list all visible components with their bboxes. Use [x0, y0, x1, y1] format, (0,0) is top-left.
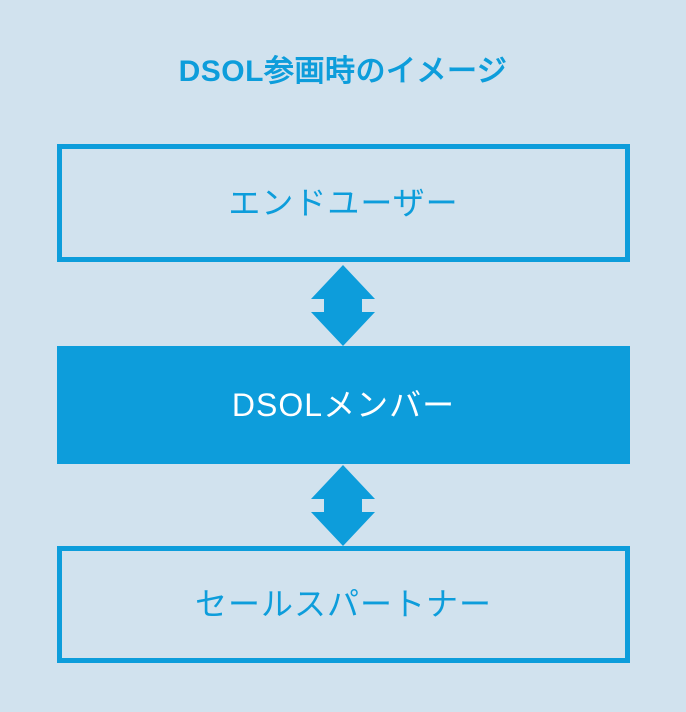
diagram-title: DSOL参画時のイメージ [178, 55, 508, 88]
flow-node-label: DSOLメンバー [231, 386, 456, 423]
flow-node-dsol-member: DSOLメンバー [57, 346, 630, 464]
flow-node-sales-partner: セールスパートナー [57, 546, 630, 663]
double-headed-vertical-arrow-icon [311, 465, 375, 546]
double-headed-vertical-arrow-icon [311, 265, 375, 346]
flow-node-label: セールスパートナー [194, 586, 492, 623]
flow-node-label: エンドユーザー [228, 184, 459, 221]
flow-node-end-user: エンドユーザー [57, 144, 630, 262]
